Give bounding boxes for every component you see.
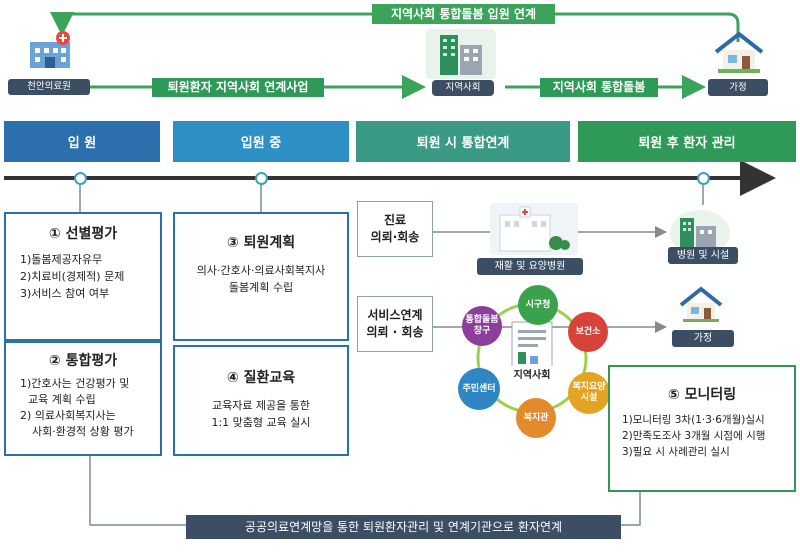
cycle-node-welfare-center: 복지관 bbox=[516, 398, 556, 438]
rehab-hospital-label: 재활 및 요양병원 bbox=[477, 258, 583, 275]
footer-banner: 공공의료연계망을 통한 퇴원환자관리 및 연계기관으로 환자연계 bbox=[186, 515, 621, 539]
cycle-node-city-hall: 시구청 bbox=[518, 285, 558, 325]
hospital-label: 천안의료원 bbox=[8, 79, 90, 95]
mid-banner-right: 지역사회 통합돌봄 bbox=[540, 78, 658, 97]
stage-post-discharge: 퇴원 후 환자 관리 bbox=[578, 121, 796, 162]
cycle-node-community-center: 주민센터 bbox=[458, 368, 500, 410]
service-referral-box: 서비스연계 의뢰 · 회송 bbox=[357, 296, 433, 352]
card-discharge-plan-title: ③ 퇴원계획 bbox=[226, 235, 296, 251]
stage-inpatient: 입원 중 bbox=[173, 121, 349, 162]
card-education-line: 1:1 맞춤형 교육 실시 bbox=[211, 416, 311, 429]
card-monitoring: ⑤ 모니터링 1)모니터링 3차(1·3·6개월)실시 2)만족도조사 3개월 … bbox=[608, 365, 796, 492]
cycle-center-label: 지역사회 bbox=[497, 366, 567, 381]
card-screening-line: 1)돌봄제공자유무 bbox=[20, 253, 103, 266]
card-education-line: 교육자료 제공을 통한 bbox=[211, 399, 311, 412]
card-discharge-plan: ③ 퇴원계획 의사·간호사·의료사회복지사 돌봄계획 수립 bbox=[173, 212, 349, 341]
card-education-title: ④ 질환교육 bbox=[226, 370, 296, 386]
cycle-node-health-center: 보건소 bbox=[568, 312, 608, 352]
home-label: 가정 bbox=[708, 79, 768, 96]
card-discharge-plan-line: 의사·간호사·의료사회복지사 bbox=[196, 264, 326, 277]
card-integrated: ② 통합평가 1)간호사는 건강평가 및 교육 계획 수립 2) 의료사회복지사… bbox=[4, 341, 162, 456]
card-screening: ① 선별평가 1)돌봄제공자유무 2)치료비(경제적) 문제 3)서비스 참여 … bbox=[4, 212, 162, 341]
hospital-icon bbox=[25, 30, 75, 72]
hospital-facility-label: 병원 및 시설 bbox=[668, 247, 738, 264]
timeline-dot-inpatient bbox=[255, 172, 268, 185]
card-screening-line: 3)서비스 참여 여부 bbox=[20, 287, 110, 300]
card-monitoring-line: 1)모니터링 3차(1·3·6개월)실시 bbox=[622, 414, 765, 426]
loop-banner: 지역사회 통합돌봄 입원 연계 bbox=[372, 4, 555, 24]
rehab-hospital-icon bbox=[490, 203, 578, 255]
card-integrated-line: 1)간호사는 건강평가 및 bbox=[20, 377, 130, 390]
card-monitoring-line: 2)만족도조사 3개월 시점에 시행 bbox=[622, 430, 766, 442]
timeline-dot-admission bbox=[74, 172, 87, 185]
community-label: 지역사회 bbox=[432, 80, 494, 96]
cycle-node-welfare-facility: 복지요양 시설 bbox=[568, 372, 610, 414]
cycle-node-care-window: 통합돌봄 창구 bbox=[462, 306, 502, 346]
home-right-icon bbox=[678, 285, 724, 325]
card-integrated-title: ② 통합평가 bbox=[48, 353, 118, 369]
card-discharge-plan-line: 돌봄계획 수립 bbox=[228, 281, 294, 294]
home-right-label: 가정 bbox=[672, 330, 734, 347]
card-integrated-line: 교육 계획 수립 bbox=[28, 393, 96, 406]
card-screening-line: 2)치료비(경제적) 문제 bbox=[20, 270, 125, 283]
timeline-dot-post bbox=[697, 172, 710, 185]
stage-discharge-link: 퇴원 시 통합연계 bbox=[356, 121, 570, 162]
card-integrated-line: 2) 의료사회복지사는 bbox=[20, 409, 116, 422]
community-doc-icon bbox=[500, 318, 564, 384]
card-monitoring-title: ⑤ 모니터링 bbox=[667, 387, 737, 403]
stage-admission: 입 원 bbox=[4, 121, 160, 162]
home-icon bbox=[712, 28, 766, 76]
care-referral-box: 진료 의뢰·회송 bbox=[357, 201, 433, 257]
card-monitoring-line: 3)필요 시 사례관리 실시 bbox=[622, 446, 730, 458]
card-integrated-line: 사회·환경적 상황 평가 bbox=[32, 425, 134, 438]
community-building-icon bbox=[426, 29, 496, 79]
mid-banner-left: 퇴원환자 지역사회 연계사업 bbox=[152, 78, 324, 97]
card-screening-title: ① 선별평가 bbox=[48, 226, 118, 242]
card-education: ④ 질환교육 교육자료 제공을 통한 1:1 맞춤형 교육 실시 bbox=[173, 345, 349, 456]
